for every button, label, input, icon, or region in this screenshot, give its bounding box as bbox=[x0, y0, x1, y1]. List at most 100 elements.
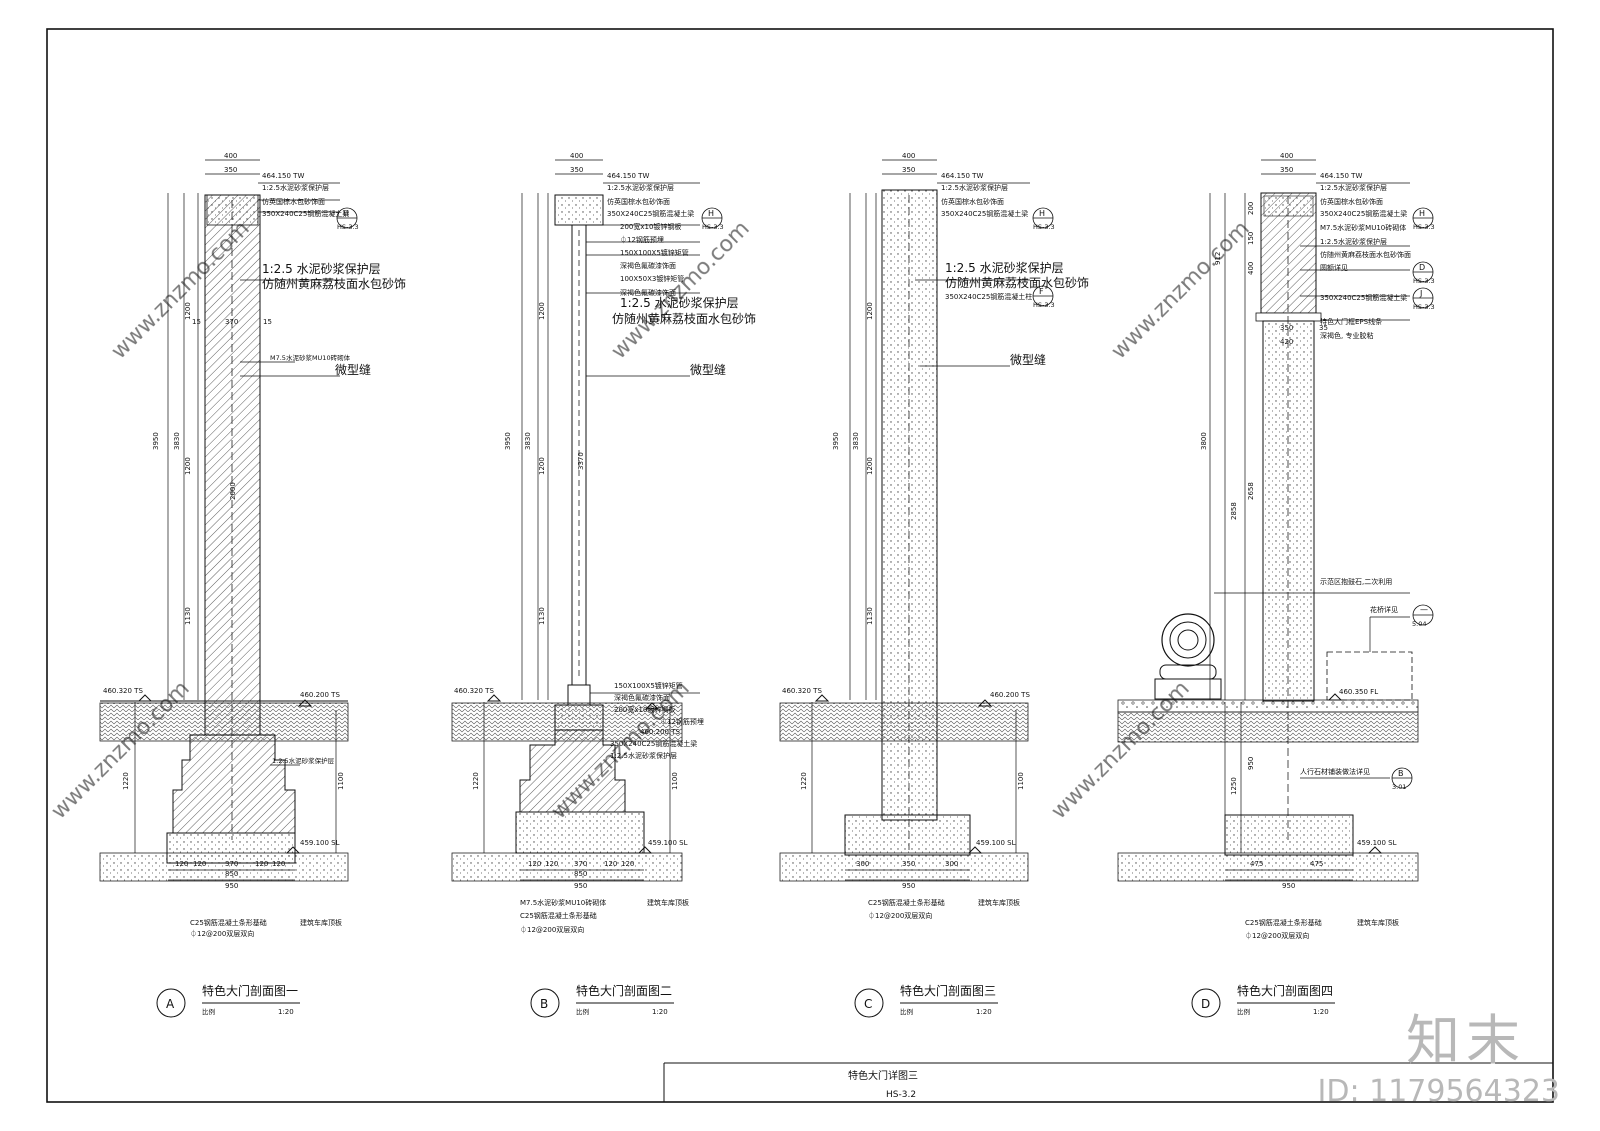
watermark-brand: 知末 bbox=[1406, 1009, 1526, 1072]
dim-1220: 1220 bbox=[122, 772, 130, 790]
dim-300a: 300 bbox=[856, 860, 869, 868]
note-tube1: 150X100X5镀锌矩管 bbox=[620, 248, 689, 257]
elevation-ts-low: 460.200 TS bbox=[640, 728, 680, 736]
dim-120d: 120 bbox=[272, 860, 285, 868]
callout-letter: H bbox=[343, 209, 349, 218]
note-rebar: ⏀12@200双层双向 bbox=[190, 929, 254, 938]
note-paint2: 深褐色氟碳漆饰面 bbox=[620, 288, 676, 297]
dim-370b: 370 bbox=[225, 860, 238, 868]
note-tube2: 100X50X3镀锌矩管 bbox=[620, 274, 684, 283]
section-d-title: 特色大门剖面图四 bbox=[1237, 983, 1333, 998]
note-beam: 350X240C25钢筋混凝土梁 bbox=[941, 209, 1028, 218]
elevation-sl: 459.100 SL bbox=[976, 839, 1016, 847]
note-frame: 圆额详见 bbox=[1320, 263, 1348, 272]
note-plate: 200宽x10镀锌钢板 bbox=[620, 222, 681, 231]
section-c-title-block: C 特色大门剖面图三 比例 1:20 bbox=[854, 983, 998, 1018]
dim-850: 850 bbox=[225, 870, 238, 878]
dim-1220: 1220 bbox=[472, 772, 480, 790]
dim-3830: 3830 bbox=[524, 432, 532, 450]
dim-1130: 1130 bbox=[538, 607, 546, 625]
note-finish: 仿英国棕水包砂饰面 bbox=[262, 197, 325, 206]
scale-value: 1:20 bbox=[652, 1008, 668, 1016]
dim-width: 400 bbox=[224, 152, 237, 160]
dim-950: 950 bbox=[574, 882, 587, 890]
callout-504: 5.04 bbox=[1412, 620, 1426, 628]
note-paint-low: 深褐色氟碳漆饰面 bbox=[614, 693, 670, 702]
dim-370: 370 bbox=[574, 860, 587, 868]
note-rebar: ⏀12@200双层双向 bbox=[868, 911, 932, 920]
note-slab: 建筑车库顶板 bbox=[647, 898, 689, 907]
section-c-drawing bbox=[779, 159, 1054, 882]
section-b-labels: 400 350 464.150 TW 1:2.5水泥砂浆保护层 仿英国棕水包砂饰… bbox=[454, 152, 756, 934]
note-finish: 仿英国棕水包砂饰面 bbox=[607, 197, 670, 206]
note-foundation: C25钢筋混凝土条形基础 bbox=[190, 918, 267, 927]
section-d-letter: D bbox=[1201, 997, 1210, 1011]
callout-letter-f: F bbox=[1039, 287, 1044, 296]
section-b-letter: B bbox=[540, 997, 548, 1011]
note-slab: 建筑车库顶板 bbox=[1357, 918, 1399, 927]
note-eps: 特色大门框EPS线条 bbox=[1320, 317, 1382, 326]
callout-h-sheet: HS-3.3 bbox=[1413, 223, 1435, 231]
callout-sheet: HS-3.3 bbox=[337, 223, 359, 231]
dim-inner-width: 350 bbox=[902, 166, 915, 174]
elevation-fl: 460.350 FL bbox=[1339, 688, 1378, 696]
note-paint: 深褐色氟碳漆饰面 bbox=[620, 261, 676, 270]
note-mortar-low: 1:2.5水泥砂浆保护层 bbox=[610, 751, 677, 760]
note-foundation: C25钢筋混凝土条形基础 bbox=[868, 898, 945, 907]
scale-label: 比例 bbox=[576, 1007, 589, 1016]
elevation-top: 464.150 TW bbox=[262, 172, 304, 180]
dim-950: 950 bbox=[225, 882, 238, 890]
dim-370: 370 bbox=[225, 318, 238, 326]
dim-120c: 120 bbox=[255, 860, 268, 868]
callout-dash: — bbox=[1420, 605, 1428, 614]
note-finish2: 仿随州黄麻荔枝面水包砂饰面 bbox=[1320, 250, 1411, 259]
dim-950: 950 bbox=[1282, 882, 1295, 890]
section-c-title: 特色大门剖面图三 bbox=[900, 983, 996, 998]
dim-1100: 1100 bbox=[337, 772, 345, 790]
dim-120a: 120 bbox=[528, 860, 541, 868]
scale-value: 1:20 bbox=[976, 1008, 992, 1016]
note-beam2: 350X240C25钢筋混凝土梁 bbox=[1320, 293, 1407, 302]
callout-301: 3.01 bbox=[1392, 783, 1406, 791]
dim-3830: 3830 bbox=[173, 432, 181, 450]
note-finish-large: 仿随州黄麻荔枝面水包砂饰 bbox=[945, 275, 1089, 290]
scale-label: 比例 bbox=[1237, 1007, 1250, 1016]
scale-value: 1:20 bbox=[1313, 1008, 1329, 1016]
sheet-code: HS-3.2 bbox=[886, 1090, 916, 1100]
callout-letter: H bbox=[708, 209, 714, 218]
dim-200: 200 bbox=[1247, 202, 1255, 215]
section-b-title-block: B 特色大门剖面图二 比例 1:20 bbox=[530, 983, 674, 1018]
dim-1200b: 1200 bbox=[866, 457, 874, 475]
note-mortar: 1:2.5水泥砂浆保护层 bbox=[607, 183, 674, 192]
section-a-letter: A bbox=[166, 997, 175, 1011]
dim-1200a: 1200 bbox=[184, 302, 192, 320]
section-a-title-block: A 特色大门剖面图一 比例 1:20 bbox=[156, 983, 300, 1018]
elevation-ts2: 460.200 TS bbox=[300, 691, 340, 699]
dim-1220: 1220 bbox=[800, 772, 808, 790]
note-masonry: M7.5水泥砂浆MU10砖砌体 bbox=[520, 898, 606, 907]
note-mortar: 1:2.5水泥砂浆保护层 bbox=[941, 183, 1008, 192]
callout-h: H bbox=[1419, 209, 1425, 218]
dim-3830: 3830 bbox=[852, 432, 860, 450]
section-a-drawing bbox=[99, 159, 358, 882]
callout-j-sheet: HS-3.3 bbox=[1413, 303, 1435, 311]
section-d-drawing bbox=[1117, 159, 1434, 882]
note-bar-low: ⏀12钢筋预埋 bbox=[660, 717, 704, 726]
svg-text:www.znzmo.com: www.znzmo.com bbox=[1047, 676, 1195, 824]
dim-1250: 1250 bbox=[1230, 777, 1238, 795]
dim-width: 400 bbox=[570, 152, 583, 160]
elevation-ts2: 460.200 TS bbox=[990, 691, 1030, 699]
section-c-labels: 400 350 464.150 TW 1:2.5水泥砂浆保护层 仿英国棕水包砂饰… bbox=[782, 152, 1089, 920]
callout-b: B bbox=[1398, 769, 1404, 778]
sheet-title: 特色大门详图三 bbox=[848, 1069, 918, 1082]
note-mortar2: 1:2.5水泥砂浆保护层 bbox=[1320, 237, 1387, 246]
dim-475b: 475 bbox=[1310, 860, 1323, 868]
note-finish: 仿英国棕水包砂饰面 bbox=[1320, 197, 1383, 206]
dim-inner-width: 350 bbox=[1280, 166, 1293, 174]
dim-912: 912 bbox=[1214, 252, 1222, 265]
dim-3800: 3800 bbox=[1200, 432, 1208, 450]
dim-3950: 3950 bbox=[152, 432, 160, 450]
section-c-letter: C bbox=[864, 997, 872, 1011]
elevation-top: 464.150 TW bbox=[1320, 172, 1362, 180]
